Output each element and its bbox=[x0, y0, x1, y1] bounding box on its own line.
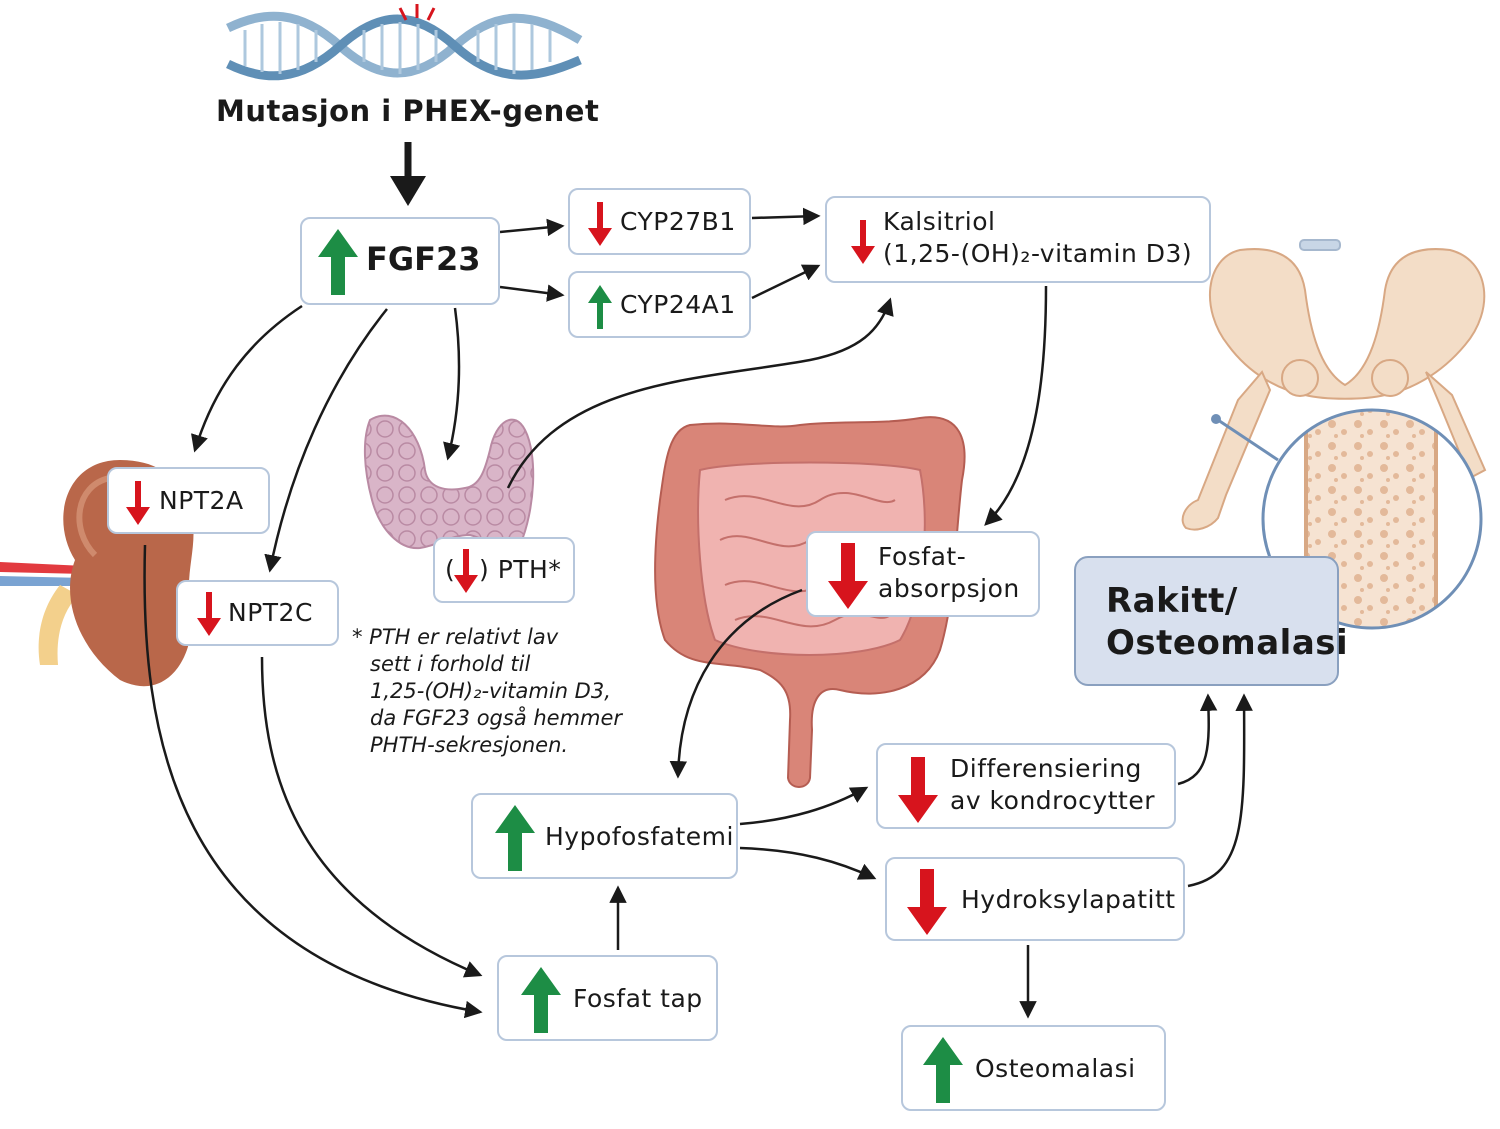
arrow-fosfat-absorpsjon-hypofosfatemi bbox=[669, 588, 803, 779]
fosfat-absorpsjon-box: Fosfat- absorpsjon bbox=[806, 531, 1040, 617]
npt2c-box: NPT2C bbox=[176, 580, 339, 646]
arrow-fgf23-cyp27b1 bbox=[499, 218, 565, 237]
diagram-title: Mutasjon i PHEX-genet bbox=[216, 94, 600, 128]
hydroksylapatitt-label: Hydroksylapatitt bbox=[961, 885, 1176, 914]
cyp27b1-label: CYP27B1 bbox=[620, 207, 736, 236]
pth-label: ) PTH* bbox=[479, 555, 562, 584]
arrow-cyp27b1-kalsitriol bbox=[751, 207, 821, 226]
arrow-hydroksylapatitt-rakitt bbox=[1187, 693, 1253, 888]
arrow-up-icon bbox=[923, 1037, 963, 1103]
fgf23-label: FGF23 bbox=[366, 240, 481, 278]
arrow-up-icon bbox=[318, 229, 358, 295]
hypofosfatemi-box: Hypofosfatemi bbox=[471, 793, 738, 879]
cyp24a1-label: CYP24A1 bbox=[620, 290, 736, 319]
differensiering-line2: av kondrocytter bbox=[950, 786, 1155, 815]
arrow-cyp24a1-kalsitriol bbox=[751, 264, 821, 300]
pth-open-paren: ( bbox=[445, 555, 456, 584]
fgf23-box: FGF23 bbox=[300, 217, 500, 305]
kalsitriol-line2: (1,25-(OH)₂-vitamin D3) bbox=[883, 239, 1193, 268]
pth-footnote: * PTH er relativt lav sett i forhold til… bbox=[352, 624, 652, 759]
arrow-hypofosfatemi-hydroksylapatitt bbox=[739, 846, 877, 880]
arrow-kalsitriol-fosfat-absorpsjon bbox=[984, 285, 1048, 526]
arrow-down-icon bbox=[907, 869, 947, 935]
arrow-differensiering-rakitt bbox=[1177, 693, 1218, 786]
npt2c-label: NPT2C bbox=[228, 598, 313, 627]
arrow-down-icon bbox=[898, 757, 938, 823]
footnote-line: sett i forhold til bbox=[370, 652, 531, 676]
arrow-up-icon bbox=[495, 805, 535, 871]
kalsitriol-box: Kalsitriol (1,25-(OH)₂-vitamin D3) bbox=[825, 196, 1211, 283]
arrow-down-icon bbox=[828, 543, 868, 609]
hypofosfatemi-label: Hypofosfatemi bbox=[545, 822, 734, 851]
differensiering-line1: Differensiering bbox=[950, 754, 1142, 783]
arrow-fgf23-pth bbox=[443, 307, 461, 461]
npt2a-label: NPT2A bbox=[159, 486, 244, 515]
arrow-down-icon bbox=[851, 220, 875, 264]
footnote-line: 1,25-(OH)₂-vitamin D3, bbox=[370, 679, 611, 703]
cyp24a1-box: CYP24A1 bbox=[568, 271, 751, 338]
cyp27b1-box: CYP27B1 bbox=[568, 188, 751, 255]
rakitt-osteomalasi-box: Rakitt/ Osteomalasi bbox=[1074, 556, 1348, 686]
pth-box: ( ) PTH* bbox=[433, 537, 575, 603]
arrow-up-icon bbox=[588, 285, 612, 329]
arrow-fgf23-npt2a bbox=[191, 304, 303, 453]
thyroid-icon bbox=[363, 414, 535, 550]
arrow-hypofosfatemi-differensiering bbox=[739, 786, 869, 826]
npt2a-box: NPT2A bbox=[107, 467, 270, 534]
rakitt-line1: Rakitt/ bbox=[1106, 581, 1238, 621]
dna-icon bbox=[226, 4, 583, 81]
osteomalasi-label: Osteomalasi bbox=[975, 1054, 1136, 1083]
differensiering-box: Differensiering av kondrocytter bbox=[876, 743, 1176, 829]
fosfat-tap-box: Fosfat tap bbox=[497, 955, 718, 1041]
fosfat-tap-label: Fosfat tap bbox=[573, 984, 703, 1013]
hydroksylapatitt-box: Hydroksylapatitt bbox=[885, 857, 1185, 941]
rakitt-line2: Osteomalasi bbox=[1106, 623, 1349, 663]
kalsitriol-line1: Kalsitriol bbox=[883, 207, 996, 236]
osteomalasi-box: Osteomalasi bbox=[901, 1025, 1166, 1111]
pelvis-icon bbox=[1181, 239, 1487, 531]
arrow-up-icon bbox=[521, 967, 561, 1033]
arrow-npt2c-fosfat-tap bbox=[260, 656, 483, 978]
arrow-fgf23-cyp24a1 bbox=[499, 284, 565, 302]
arrow-fgf23-npt2c bbox=[264, 308, 388, 573]
arrow-down-icon bbox=[197, 592, 221, 636]
footnote-line: da FGF23 også hemmer bbox=[370, 706, 623, 730]
fosfat-absorpsjon-line2: absorpsjon bbox=[878, 574, 1020, 603]
fosfat-absorpsjon-line1: Fosfat- bbox=[878, 542, 967, 571]
arrow-pth-kalsitriol bbox=[506, 297, 894, 489]
arrow-down-icon bbox=[588, 202, 612, 246]
arrow-down-icon bbox=[126, 481, 150, 525]
arrow-phex-fgf23 bbox=[390, 142, 426, 206]
footnote-line: * PTH er relativt lav bbox=[352, 625, 559, 649]
arrow-npt2a-fosfat-tap bbox=[143, 544, 483, 1019]
footnote-line: PHTH-sekresjonen. bbox=[370, 733, 569, 757]
arrow-down-icon bbox=[454, 549, 478, 593]
